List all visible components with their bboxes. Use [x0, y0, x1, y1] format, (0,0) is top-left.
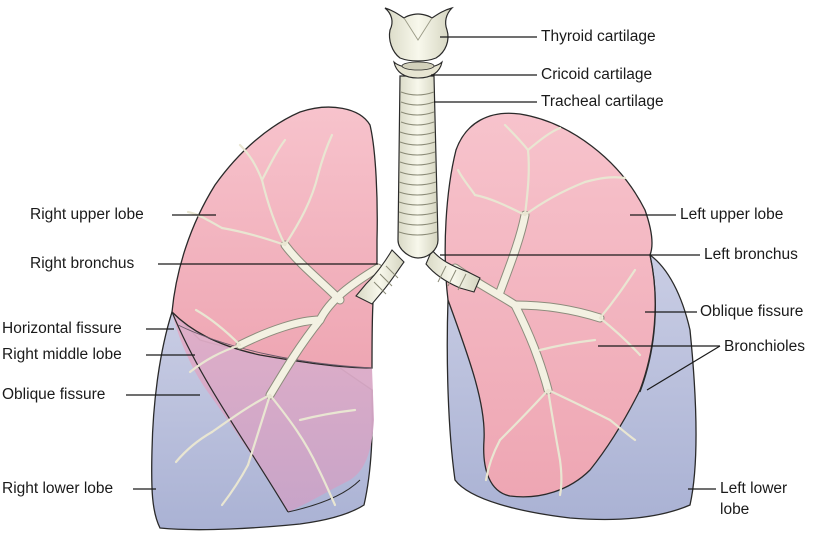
thyroid-cartilage-shape: [384, 6, 454, 62]
label-right-upper-lobe: Right upper lobe: [30, 206, 144, 223]
label-right-bronchus: Right bronchus: [30, 255, 135, 272]
right-middle-lobe: [172, 312, 374, 512]
label-bronchioles: Bronchioles: [724, 338, 805, 355]
label-thyroid-cartilage: Thyroid cartilage: [541, 28, 656, 45]
label-tracheal-cartilage: Tracheal cartilage: [541, 93, 664, 110]
trachea: [355, 6, 481, 305]
label-right-middle-lobe: Right middle lobe: [2, 346, 122, 363]
left-lung: [444, 112, 697, 521]
right-lung: [151, 106, 378, 531]
label-left-bronchus: Left bronchus: [704, 246, 798, 263]
label-left-lower-lobe-line2: lobe: [720, 501, 750, 518]
label-left-upper-lobe: Left upper lobe: [680, 206, 784, 223]
label-oblique-fissure-left-lung: Oblique fissure: [700, 303, 804, 320]
bronchial-tree: [174, 123, 642, 507]
label-horizontal-fissure: Horizontal fissure: [2, 320, 122, 337]
label-oblique-fissure-right-lung: Oblique fissure: [2, 386, 106, 403]
label-right-lower-lobe: Right lower lobe: [2, 480, 114, 497]
label-left-lower-lobe-line1: Left lower: [720, 480, 788, 497]
leader-lines: [126, 36, 721, 490]
right-upper-lobe-shape: [171, 106, 378, 369]
tracheal-rings: [373, 91, 467, 295]
label-cricoid-cartilage: Cricoid cartilage: [541, 66, 653, 83]
